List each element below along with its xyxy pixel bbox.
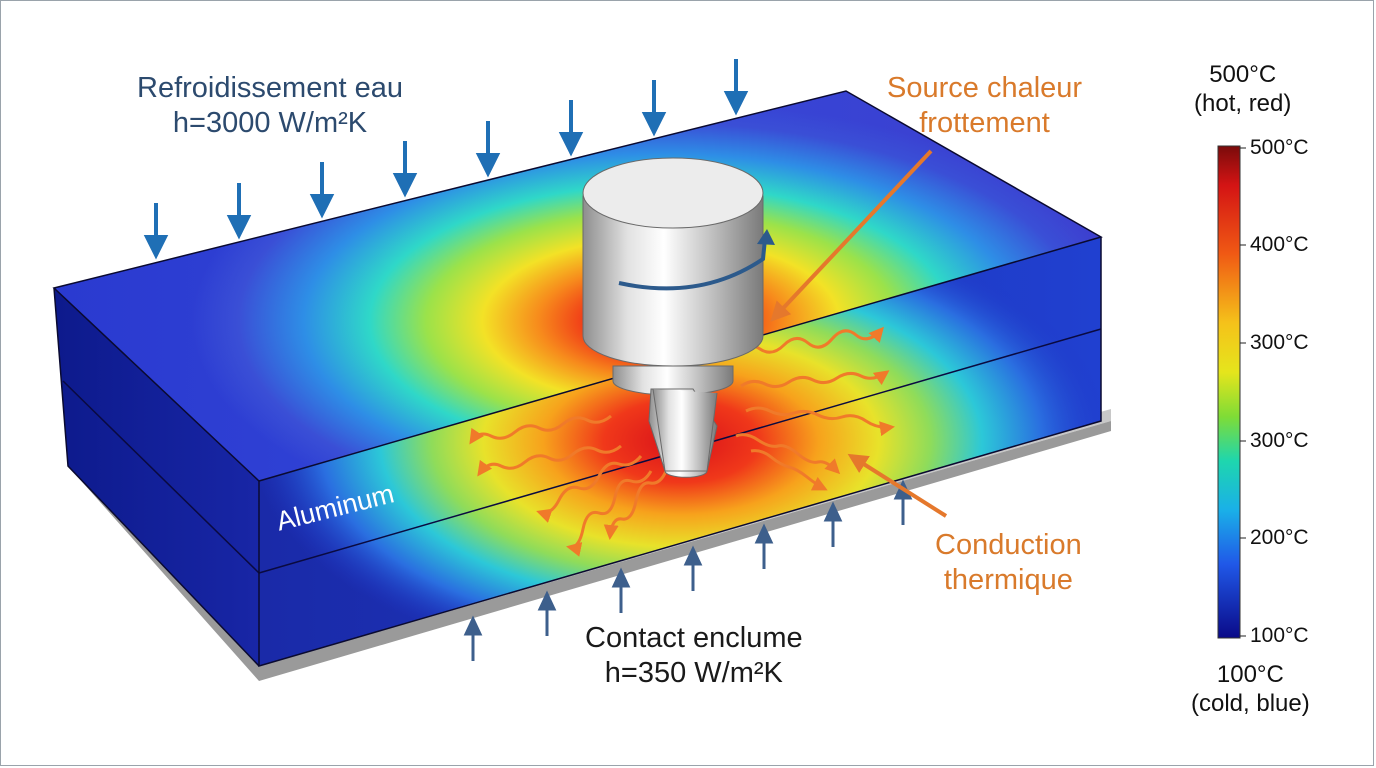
anvil-contact-line-2: h=350 W/m²K [604,656,783,689]
conduction-arrows [469,326,895,557]
legend-bottom-value: 100°C [1216,661,1284,688]
legend-top-caption: 500°C (hot, red) [1194,61,1291,119]
colorbar-tick-label: 300°C [1250,331,1309,354]
conduction-line-1: Conduction [935,529,1082,561]
anvil-contact-line-1: Contact enclume [585,622,803,654]
colorbar [1217,145,1241,639]
colorbar-tick-label: 100°C [1250,624,1309,647]
legend-top-value: 500°C [1209,61,1277,88]
contact-arrows [463,479,913,661]
heat-source-label: Source chaleur frottement [887,71,1082,141]
conduction-line-2: thermique [943,563,1073,596]
colorbar-tick-label: 300°C [1250,429,1309,452]
tool-shoulder [582,157,764,478]
plate-left-face [54,288,259,666]
colorbar-tick-label: 400°C [1250,233,1309,256]
colorbar-tick-label: 200°C [1250,526,1309,549]
legend-bottom-caption: 100°C (cold, blue) [1191,661,1310,719]
rotation-arrow-icon [618,238,767,291]
colorbar-tick-label: 500°C [1250,136,1309,159]
anvil-contact-label: Contact enclume h=350 W/m²K [585,621,803,691]
legend-bottom-note: (cold, blue) [1191,689,1310,717]
water-cooling-line-1: Refroidissement eau [137,72,403,104]
plate-outline [52,90,1103,667]
heat-source-line-2: frottement [919,106,1050,139]
left-layer-line [62,380,260,574]
heat-source-pointer [770,149,933,322]
water-cooling-label: Refroidissement eau h=3000 W/m²K [137,71,403,141]
conduction-label: Conduction thermique [935,528,1082,598]
colorbar-ticks [1240,147,1246,637]
rotation-arrow-head [757,229,775,245]
conduction-pointer [847,453,948,518]
water-cooling-line-2: h=3000 W/m²K [172,106,368,139]
heat-source-line-1: Source chaleur [887,72,1083,104]
cooling-arrows [143,59,749,260]
legend-top-note: (hot, red) [1194,89,1292,117]
